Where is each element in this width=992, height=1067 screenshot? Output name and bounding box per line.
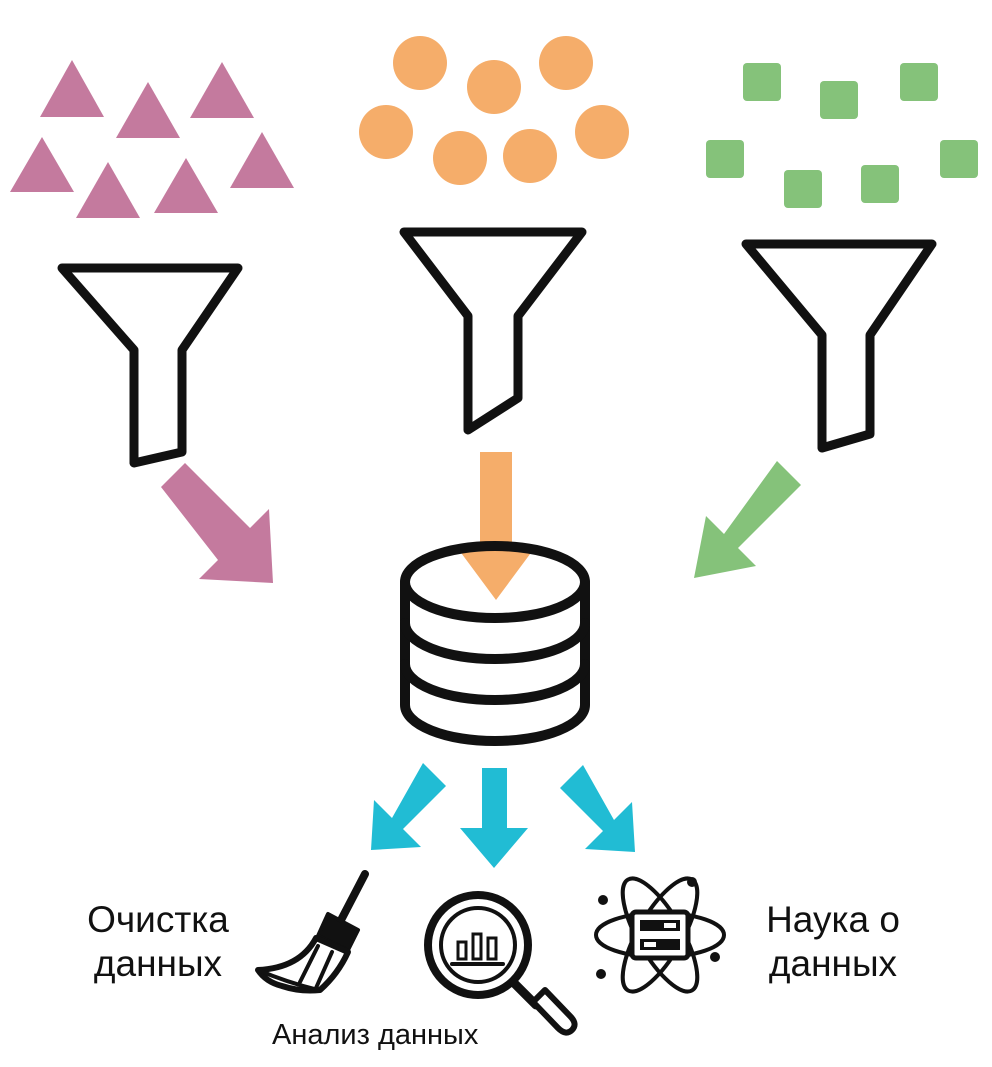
arrow-db-to-analysis	[460, 768, 528, 868]
arrow-center-to-db	[456, 452, 536, 600]
funnel-icon-left	[57, 263, 243, 468]
arrow-db-to-cleaning	[371, 763, 446, 850]
cleaning-label-line1: Очистка	[87, 899, 229, 940]
arrow-left-to-db	[161, 463, 273, 583]
triangle-shapes	[10, 60, 294, 218]
atom-server-icon	[594, 876, 726, 994]
science-label: Наука о данных	[748, 898, 918, 987]
magnifier-chart-icon	[424, 891, 578, 1036]
broom-icon	[255, 870, 369, 994]
arrow-right-to-db	[694, 461, 801, 578]
funnel-icon-right	[741, 239, 937, 453]
arrow-db-to-science	[560, 765, 635, 852]
analysis-label: Анализ данных	[272, 1019, 479, 1051]
funnel-icon-center	[399, 227, 587, 435]
cleaning-label: Очистка данных	[74, 898, 242, 987]
database-icon	[400, 541, 590, 746]
square-shapes	[706, 63, 978, 208]
science-label-line2: данных	[768, 943, 898, 985]
science-label-line1: Наука о	[766, 899, 900, 940]
cleaning-label-line2: данных	[93, 943, 223, 985]
circle-shapes	[359, 36, 629, 185]
